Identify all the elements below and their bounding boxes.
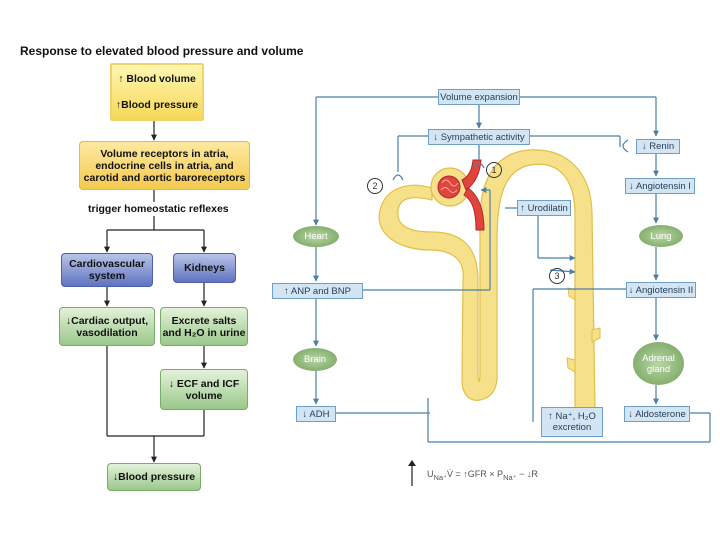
adrenal-gland-oval: Adrenal gland	[633, 342, 684, 385]
brain-oval: Brain	[293, 348, 337, 371]
ecf-icf-volume-box: ↓ ECF and ICF volume	[160, 369, 248, 410]
marker-3: 3	[549, 268, 565, 284]
blood-volume-label: ↑ Blood volume	[118, 73, 196, 85]
nephron-illustration	[378, 149, 601, 411]
excrete-salts-box: Excrete salts and H₂O in urine	[160, 307, 248, 346]
volume-receptors-box: Volume receptors in atria, endocrine cel…	[79, 141, 250, 190]
marker-1: 1	[486, 162, 502, 178]
formula-text: UNa⁺V̇ = ↑GFR × PNa⁺ − ↓R	[427, 469, 538, 482]
renin-box: ↓ Renin	[636, 139, 680, 154]
page-title: Response to elevated blood pressure and …	[20, 44, 304, 58]
na-h2o-excretion-box: ↑ Na⁺, H₂O excretion	[541, 407, 603, 437]
kidneys-box: Kidneys	[173, 253, 236, 283]
aldosterone-box: ↓ Aldosterone	[624, 406, 690, 422]
lung-oval: Lung	[639, 225, 683, 247]
sympathetic-activity-box: ↓ Sympathetic activity	[428, 129, 530, 145]
trigger-reflexes-label: trigger homeostatic reflexes	[88, 203, 229, 215]
anp-bnp-box: ↑ ANP and BNP	[272, 283, 363, 299]
adh-box: ↓ ADH	[296, 406, 336, 422]
angiotensin-2-box: ↓ Angiotensin II	[626, 282, 696, 298]
volume-expansion-box: Volume expansion	[438, 89, 520, 105]
blood-pressure-decrease-box: ↓Blood pressure	[107, 463, 201, 491]
urodilatin-box: ↑ Urodilatin	[517, 200, 571, 216]
cardiac-output-box: ↓Cardiac output, vasodilation	[59, 307, 155, 346]
heart-oval: Heart	[293, 226, 339, 247]
angiotensin-1-box: ↓ Angiotensin I	[625, 178, 695, 194]
blood-pressure-label: ↑Blood pressure	[115, 99, 199, 111]
cardiovascular-system-box: Cardiovascular system	[61, 253, 153, 287]
marker-2: 2	[367, 178, 383, 194]
blood-volume-pressure-box: ↑ Blood volume ↑Blood pressure	[110, 63, 204, 121]
up-arrow-icon	[408, 460, 416, 486]
